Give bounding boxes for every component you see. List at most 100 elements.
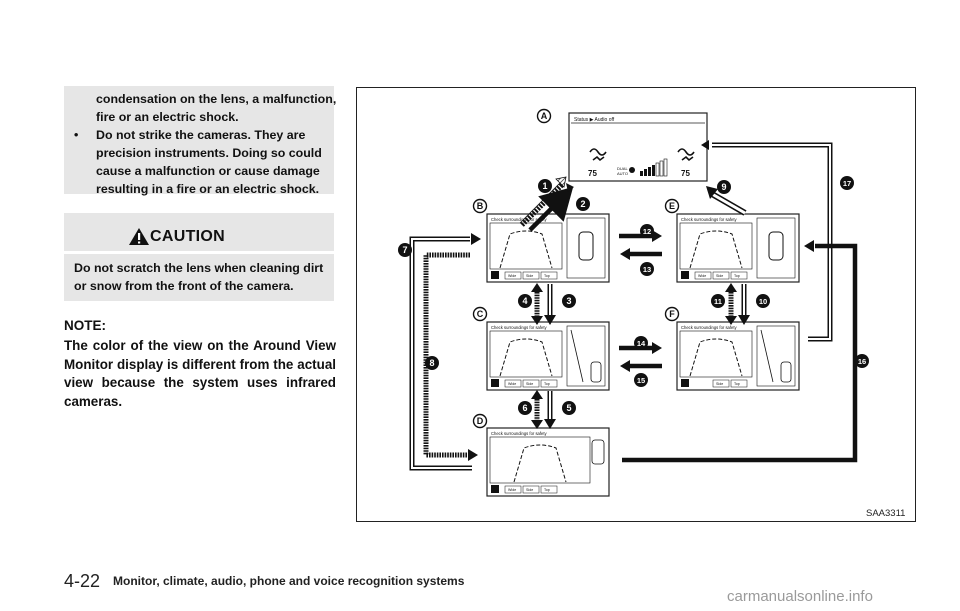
arrow-14 <box>619 342 662 354</box>
screen-caption: Check surroundings for safety <box>681 217 738 222</box>
note-title: NOTE: <box>64 318 106 333</box>
svg-text:Side: Side <box>526 488 533 492</box>
caution-header <box>64 213 334 251</box>
bullet: • <box>74 128 79 142</box>
caution-line: or snow from the front of the camera. <box>74 279 294 293</box>
arrow-4 <box>531 283 543 325</box>
step-marker-11: 11 <box>711 294 725 308</box>
warning-line: precision instruments. Doing so could <box>96 146 322 160</box>
arrow-3 <box>544 284 556 325</box>
view-button <box>540 271 558 280</box>
step-marker-6: 6 <box>518 401 532 415</box>
arrow-9 <box>706 186 747 216</box>
svg-text:7: 7 <box>402 245 407 255</box>
view-button <box>522 271 540 280</box>
svg-text:10: 10 <box>759 297 767 306</box>
screen-label-f: F <box>664 306 680 322</box>
svg-text:DUAL: DUAL <box>617 166 628 171</box>
view-button <box>504 271 522 280</box>
step-marker-8: 8 <box>425 356 439 370</box>
svg-text:Top: Top <box>734 382 740 386</box>
svg-text:Side: Side <box>526 274 533 278</box>
svg-text:Wide: Wide <box>698 274 706 278</box>
arrow-5 <box>544 391 556 429</box>
step-marker-3: 3 <box>562 294 576 308</box>
screen-label-e: E <box>664 198 680 214</box>
step-marker-15: 15 <box>634 373 648 387</box>
arrow-11 <box>725 283 737 325</box>
view-button <box>540 485 558 494</box>
view-button <box>504 379 522 388</box>
arrow-7 <box>409 233 481 471</box>
svg-text:5: 5 <box>566 403 571 413</box>
view-button <box>712 271 730 280</box>
page-number: 4-22 <box>64 571 101 591</box>
arrow-16 <box>622 240 858 463</box>
arrow-17 <box>701 140 833 342</box>
svg-text:Side: Side <box>526 382 533 386</box>
svg-text:Wide: Wide <box>508 488 516 492</box>
svg-text:15: 15 <box>637 376 645 385</box>
view-button <box>712 379 730 388</box>
svg-text:Wide: Wide <box>508 382 516 386</box>
step-marker-17: 17 <box>840 176 854 190</box>
screen-caption: Check surroundings for safety <box>681 325 738 330</box>
figure-frame <box>356 87 916 522</box>
view-button <box>694 271 712 280</box>
svg-text:A: A <box>541 111 548 121</box>
step-marker-1: 1 <box>538 179 552 193</box>
arrow-2 <box>528 186 574 232</box>
view-button <box>730 271 748 280</box>
screen-caption: Check surroundings for safety <box>491 325 548 330</box>
step-marker-10: 10 <box>756 294 770 308</box>
view-button <box>730 379 748 388</box>
screen-caption: Check surroundings for safety <box>491 431 548 436</box>
svg-text:B: B <box>477 201 484 211</box>
section-title: Monitor, climate, audio, phone and voice… <box>113 574 465 588</box>
screen-label-b: B <box>472 198 488 214</box>
svg-text:2: 2 <box>580 199 585 209</box>
step-marker-16: 16 <box>855 354 869 368</box>
caution-line: Do not scratch the lens when cleaning di… <box>74 261 324 275</box>
arrow-15 <box>620 360 662 372</box>
watermark: carmanualsonline.info <box>727 588 873 605</box>
svg-text:Side: Side <box>716 382 723 386</box>
step-marker-2: 2 <box>576 197 590 211</box>
fan-level-bars <box>640 158 668 177</box>
step-marker-4: 4 <box>518 294 532 308</box>
svg-text:13: 13 <box>643 265 651 274</box>
warning-line: fire or an electric shock. <box>96 110 239 124</box>
svg-text:Top: Top <box>544 382 550 386</box>
svg-text:1: 1 <box>542 181 547 191</box>
svg-text:9: 9 <box>721 182 726 192</box>
arrow-13 <box>620 248 662 260</box>
svg-text:8: 8 <box>429 358 434 368</box>
fan-icon <box>629 167 635 173</box>
svg-text:Top: Top <box>734 274 740 278</box>
svg-text:12: 12 <box>643 227 651 236</box>
svg-text:D: D <box>477 416 484 426</box>
svg-text:E: E <box>669 201 675 211</box>
warning-line: cause a malfunction or cause damage <box>96 164 320 178</box>
svg-text:Top: Top <box>544 274 550 278</box>
step-marker-13: 13 <box>640 262 654 276</box>
step-marker-14: 14 <box>634 336 648 350</box>
view-button <box>522 379 540 388</box>
caution-title: CAUTION <box>150 228 225 245</box>
svg-text:F: F <box>669 309 675 319</box>
warning-box <box>64 86 334 194</box>
svg-text:11: 11 <box>714 297 722 306</box>
arrow-8 <box>423 252 478 461</box>
screen-label-d: D <box>472 413 488 429</box>
note-body: The color of the view on the Around View… <box>64 338 336 409</box>
svg-text:C: C <box>477 309 484 319</box>
svg-text:Top: Top <box>544 488 550 492</box>
step-marker-9: 9 <box>717 180 731 194</box>
temp-left: 75 <box>588 169 597 178</box>
svg-text:16: 16 <box>858 357 866 366</box>
